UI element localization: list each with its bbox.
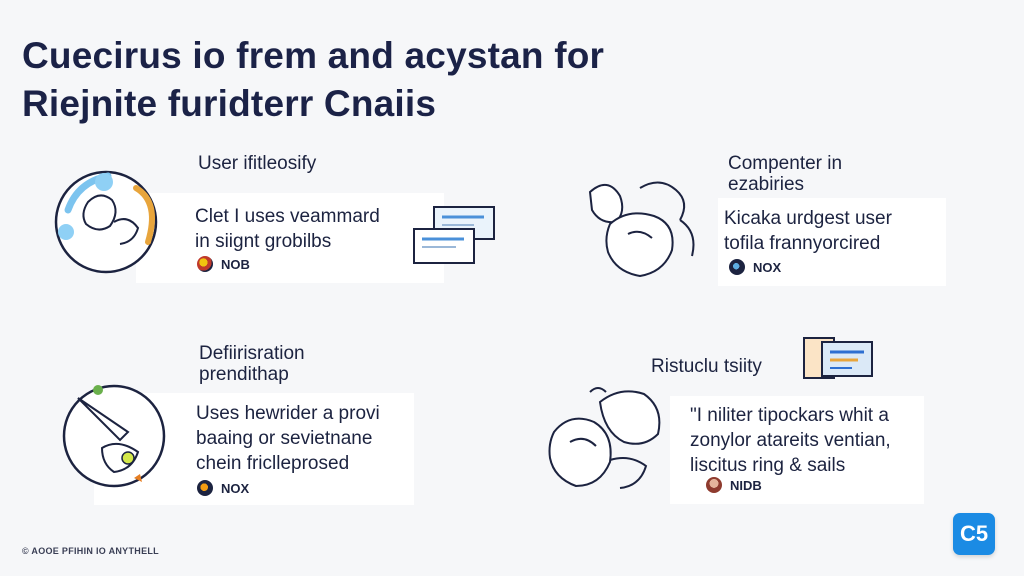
document-icon bbox=[413, 206, 495, 264]
badge-dot bbox=[706, 477, 722, 493]
section-text: Clet I uses veammard in siignt grobilbs bbox=[195, 206, 380, 252]
status-badge: NOB bbox=[197, 256, 250, 272]
section-heading: Compenter in ezabiries bbox=[728, 153, 843, 195]
badge-dot bbox=[729, 259, 745, 275]
badge-dot bbox=[197, 480, 213, 496]
status-badge: NIDB bbox=[706, 477, 762, 493]
title-line-1: Cuecirus io frem and acystan for bbox=[22, 35, 605, 76]
section-heading: User ifitleosify bbox=[198, 153, 317, 174]
section-text: Kicaka urdgest user tofila frannyorcired bbox=[724, 208, 892, 254]
section-card bbox=[136, 193, 444, 283]
section-heading: Ristuclu tsiity bbox=[651, 356, 762, 377]
section-heading: Defiirisration prendithap bbox=[199, 343, 305, 385]
title-line-2: Riejnite furidterr Cnaiis bbox=[22, 83, 437, 124]
shield-tool-illustration bbox=[62, 384, 166, 488]
hands-illustration bbox=[588, 181, 695, 278]
section-text: Uses hewrider a provi baaing or sevietna… bbox=[196, 403, 380, 474]
section-card bbox=[718, 198, 946, 286]
globe-hand-illustration bbox=[54, 170, 158, 274]
footer-copyright: © AOOE PFIHIN IO ANYTHELL bbox=[22, 546, 159, 556]
page-title: Cuecirus io frem and acystan for Riejnit… bbox=[22, 32, 604, 128]
brand-logo[interactable]: C5 bbox=[953, 513, 995, 555]
badge-dot bbox=[197, 256, 213, 272]
dashboard-icon bbox=[803, 337, 873, 379]
status-badge: NOX bbox=[729, 259, 781, 275]
cupped-hands-illustration bbox=[548, 387, 661, 489]
section-text: "I niliter tipockars whit a zonylor atar… bbox=[690, 405, 891, 476]
status-badge: NOX bbox=[197, 480, 249, 496]
